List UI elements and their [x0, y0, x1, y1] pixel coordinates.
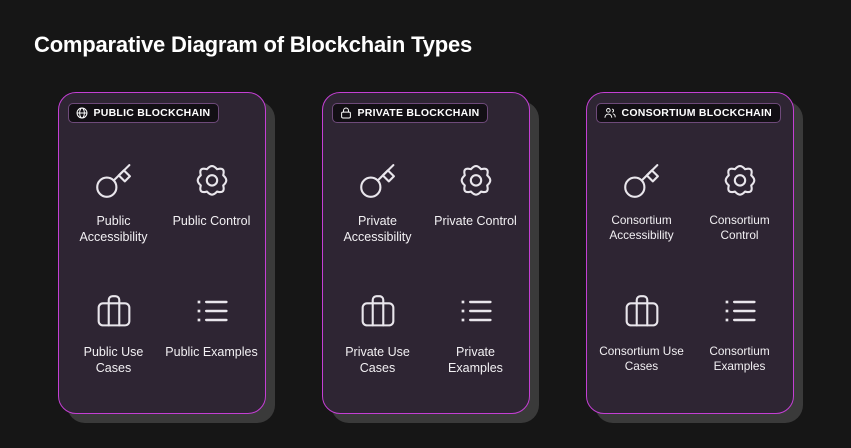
- feature-accessibility[interactable]: Consortium Accessibility: [593, 143, 691, 274]
- page-title: Comparative Diagram of Blockchain Types: [34, 32, 473, 57]
- feature-accessibility[interactable]: Private Accessibility: [329, 143, 427, 274]
- briefcase-icon: [625, 295, 658, 327]
- feature-control[interactable]: Public Control: [163, 143, 261, 274]
- feature-examples[interactable]: Consortium Examples: [691, 274, 789, 405]
- card-public-blockchain[interactable]: PUBLIC BLOCKCHAIN Public Accessibility: [57, 92, 275, 423]
- gear-icon: [460, 165, 491, 196]
- feature-label: Private Use Cases: [345, 345, 410, 375]
- badge-private-blockchain[interactable]: PRIVATE BLOCKCHAIN: [331, 103, 489, 123]
- feature-use-cases[interactable]: Public Use Cases: [65, 274, 163, 405]
- list-icon: [725, 300, 756, 322]
- feature-control[interactable]: Consortium Control: [691, 143, 789, 274]
- badge-label: PUBLIC BLOCKCHAIN: [93, 106, 211, 119]
- briefcase-icon: [361, 295, 394, 327]
- feature-grid: Public Accessibility Public Control: [59, 137, 267, 415]
- feature-label: Consortium Accessibility: [609, 213, 674, 243]
- lock-icon: [340, 107, 351, 119]
- feature-label: Consortium Examples: [709, 344, 770, 374]
- feature-label: Public Examples: [165, 345, 258, 359]
- key-icon: [95, 164, 131, 198]
- feature-label: Private Accessibility: [343, 214, 412, 244]
- key-icon: [623, 164, 659, 198]
- feature-accessibility[interactable]: Public Accessibility: [65, 143, 163, 274]
- card-consortium-blockchain[interactable]: CONSORTIUM BLOCKCHAIN Consortium Accessi…: [585, 92, 803, 423]
- list-icon: [461, 300, 492, 322]
- globe-icon: [76, 107, 87, 119]
- feature-label: Public Control: [172, 214, 251, 228]
- feature-label: Public Use Cases: [83, 345, 144, 375]
- feature-label: Consortium Control: [709, 213, 770, 243]
- feature-label: Private Control: [434, 214, 517, 228]
- badge-consortium-blockchain[interactable]: CONSORTIUM BLOCKCHAIN: [595, 103, 781, 123]
- card-body: CONSORTIUM BLOCKCHAIN Consortium Accessi…: [585, 92, 795, 415]
- gear-icon: [196, 165, 227, 196]
- card-body: PUBLIC BLOCKCHAIN Public Accessibility: [57, 92, 267, 415]
- badge-public-blockchain[interactable]: PUBLIC BLOCKCHAIN: [67, 103, 220, 123]
- feature-label: Public Accessibility: [79, 214, 148, 244]
- blockchain-card-row: PUBLIC BLOCKCHAIN Public Accessibility: [0, 92, 851, 423]
- feature-grid: Private Accessibility Private Control: [323, 137, 531, 415]
- gear-icon: [724, 165, 755, 196]
- feature-grid: Consortium Accessibility Consortium Cont…: [587, 137, 795, 415]
- feature-use-cases[interactable]: Private Use Cases: [329, 274, 427, 405]
- key-icon: [359, 164, 395, 198]
- feature-examples[interactable]: Public Examples: [163, 274, 261, 405]
- feature-use-cases[interactable]: Consortium Use Cases: [593, 274, 691, 405]
- feature-control[interactable]: Private Control: [427, 143, 525, 274]
- briefcase-icon: [97, 295, 130, 327]
- list-icon: [197, 300, 228, 322]
- badge-label: CONSORTIUM BLOCKCHAIN: [621, 106, 772, 119]
- card-body: PRIVATE BLOCKCHAIN Private Accessibility: [321, 92, 531, 415]
- feature-examples[interactable]: Private Examples: [427, 274, 525, 405]
- badge-label: PRIVATE BLOCKCHAIN: [357, 106, 480, 119]
- feature-label: Private Examples: [448, 345, 503, 375]
- users-icon: [604, 108, 616, 118]
- feature-label: Consortium Use Cases: [599, 344, 684, 374]
- card-private-blockchain[interactable]: PRIVATE BLOCKCHAIN Private Accessibility: [321, 92, 539, 423]
